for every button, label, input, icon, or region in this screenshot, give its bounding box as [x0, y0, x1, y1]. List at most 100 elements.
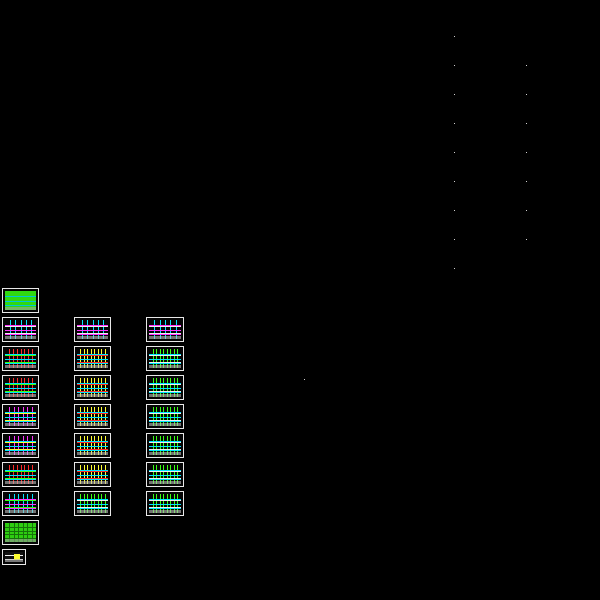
drawing-line — [5, 361, 36, 363]
drawing-sheet[interactable] — [146, 404, 184, 429]
title-block — [77, 336, 108, 339]
drawing-line — [77, 329, 108, 331]
drawing-sheet[interactable] — [74, 317, 111, 342]
drawing-sheet[interactable] — [2, 491, 39, 516]
drawing-line — [5, 413, 36, 415]
drawing-sheet[interactable] — [74, 346, 111, 371]
drawing-line — [149, 353, 181, 355]
drawing-sheet[interactable] — [2, 375, 39, 400]
drawing-sheet[interactable] — [74, 462, 111, 487]
grid-point — [454, 239, 455, 240]
drawing-line — [5, 498, 36, 500]
drawing-line — [77, 477, 108, 479]
drawing-line — [149, 498, 181, 500]
drawing-line — [5, 534, 36, 536]
drawing-line — [5, 500, 36, 502]
drawing-line — [5, 503, 36, 505]
drawing-sheet[interactable] — [146, 375, 184, 400]
drawing-line — [5, 416, 36, 418]
drawing-line — [149, 361, 181, 363]
title-block — [5, 481, 36, 484]
grid-point — [526, 94, 527, 95]
grid-point — [454, 181, 455, 182]
title-block — [149, 423, 181, 426]
drawing-line — [5, 295, 36, 297]
drawing-sheet[interactable] — [2, 549, 26, 565]
drawing-line — [5, 390, 36, 392]
drawing-line — [77, 416, 108, 418]
grid-point — [454, 36, 455, 37]
drawing-line — [149, 358, 181, 360]
title-block — [5, 539, 36, 542]
drawing-line — [149, 442, 181, 444]
drawing-line — [77, 334, 108, 336]
drawing-line — [77, 355, 108, 357]
drawing-sheet[interactable] — [2, 346, 39, 371]
drawing-line — [5, 469, 36, 471]
drawing-sheet[interactable] — [74, 491, 111, 516]
drawing-line — [149, 413, 181, 415]
drawing-line — [149, 445, 181, 447]
drawing-line — [149, 477, 181, 479]
drawing-line — [5, 526, 36, 528]
drawing-line — [77, 392, 108, 394]
sheet-content — [77, 378, 108, 397]
drawing-sheet[interactable] — [74, 404, 111, 429]
drawing-line — [5, 363, 36, 365]
title-block — [149, 365, 181, 368]
drawing-line — [77, 508, 108, 510]
sheet-content — [149, 494, 181, 513]
title-block — [149, 481, 181, 484]
drawing-line — [5, 334, 36, 336]
drawing-line — [149, 363, 181, 365]
drawing-line — [5, 445, 36, 447]
drawing-sheet[interactable] — [2, 317, 39, 342]
drawing-line — [22, 523, 24, 542]
drawing-sheet[interactable] — [2, 288, 39, 313]
sheet-content — [5, 349, 36, 368]
drawing-line — [149, 387, 181, 389]
drawing-line — [77, 442, 108, 444]
drawing-line — [5, 440, 36, 442]
grid-point — [454, 210, 455, 211]
drawing-line — [149, 479, 181, 481]
drawing-sheet[interactable] — [146, 462, 184, 487]
drawing-line — [77, 450, 108, 452]
drawing-line — [5, 474, 36, 476]
drawing-sheet[interactable] — [146, 433, 184, 458]
sheet-content — [5, 378, 36, 397]
drawing-sheet[interactable] — [74, 375, 111, 400]
drawing-line — [77, 384, 108, 386]
grid-point — [454, 152, 455, 153]
drawing-sheet[interactable] — [146, 491, 184, 516]
drawing-line — [149, 329, 181, 331]
drawing-line — [149, 508, 181, 510]
sheet-content — [149, 320, 181, 339]
drawing-line — [77, 363, 108, 365]
title-block — [5, 307, 36, 310]
drawing-line — [77, 440, 108, 442]
legend-swatch — [14, 554, 20, 560]
drawing-sheet[interactable] — [146, 317, 184, 342]
drawing-line — [149, 474, 181, 476]
drawing-sheet[interactable] — [2, 520, 39, 545]
drawing-sheet[interactable] — [2, 404, 39, 429]
drawing-line — [5, 387, 36, 389]
drawing-line — [77, 448, 108, 450]
title-block — [77, 481, 108, 484]
grid-point — [454, 94, 455, 95]
title-block — [5, 452, 36, 455]
sheet-content — [77, 407, 108, 426]
drawing-line — [149, 355, 181, 357]
title-block — [77, 510, 108, 513]
drawing-sheet[interactable] — [2, 433, 39, 458]
drawing-sheet[interactable] — [74, 433, 111, 458]
drawing-line — [5, 411, 36, 413]
grid-point — [454, 268, 455, 269]
drawing-sheet[interactable] — [146, 346, 184, 371]
drawing-sheet[interactable] — [2, 462, 39, 487]
drawing-line — [77, 469, 108, 471]
drawing-line — [27, 523, 29, 542]
grid-point — [526, 239, 527, 240]
